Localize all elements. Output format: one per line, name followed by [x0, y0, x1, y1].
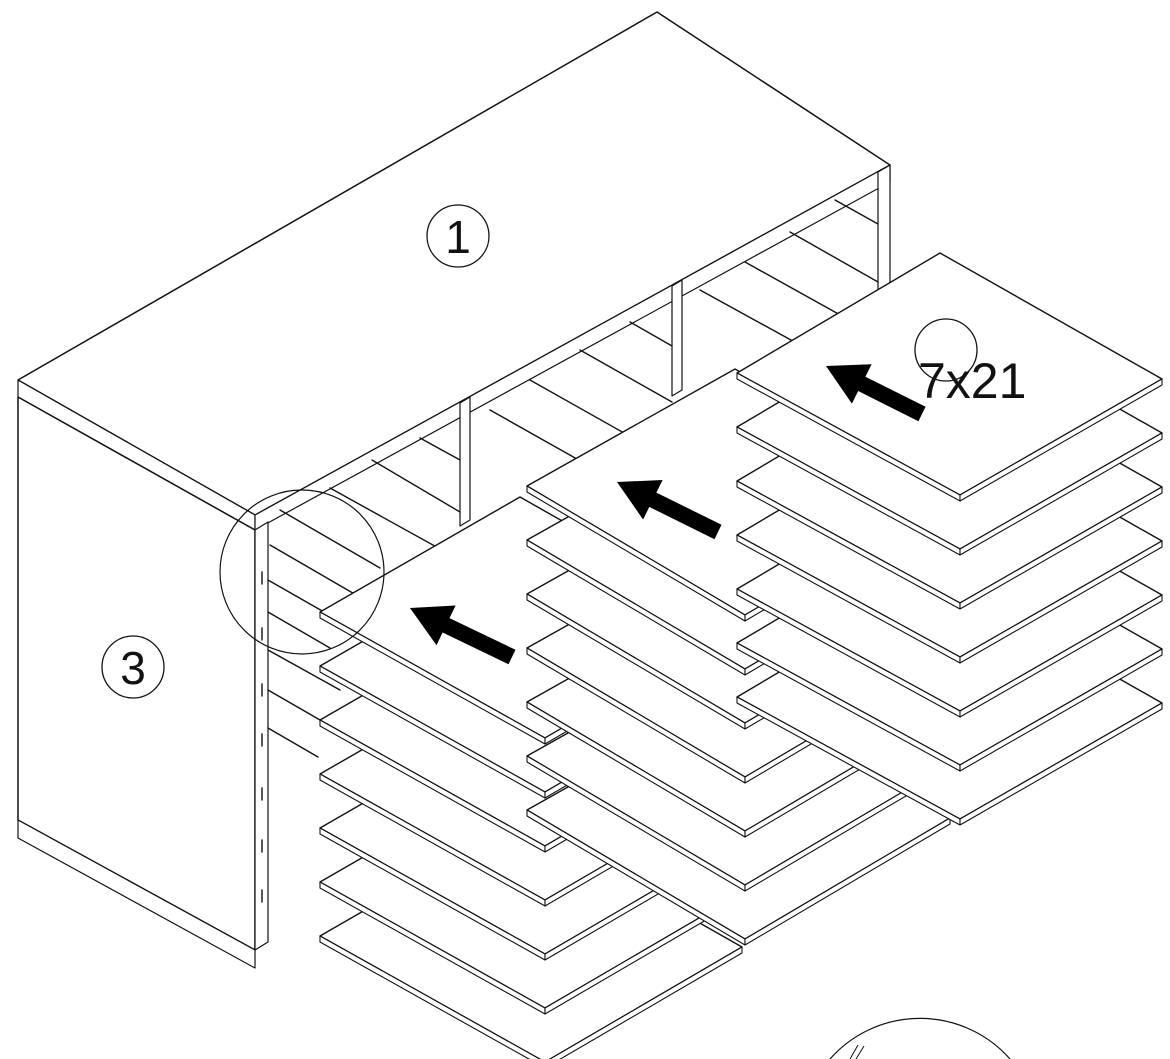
arrow-insert-icon — [826, 364, 926, 422]
callout-part-1: 1 — [426, 204, 490, 268]
arrow-insert-icon — [410, 605, 516, 665]
shelf-board-edge — [319, 935, 541, 1059]
shelf-board-edge — [959, 432, 1163, 556]
detail-circle-leader — [849, 1044, 865, 1059]
shelves — [319, 252, 1163, 1059]
detail-circle-icon — [219, 489, 385, 655]
callout-part-3: 3 — [101, 635, 165, 699]
divider — [671, 279, 683, 397]
shelf-board-edge — [959, 702, 1163, 826]
quantity-label: 7x21 — [918, 353, 1026, 409]
shelf-board-edge — [959, 486, 1163, 610]
shelf-board-edge — [959, 378, 1163, 502]
right-side-post — [877, 164, 891, 298]
callout-label: 3 — [120, 642, 146, 694]
arrows — [410, 364, 926, 665]
arrow-insert-icon — [617, 480, 722, 540]
callout-label: 1 — [445, 211, 471, 263]
detail-circle-icon — [829, 1017, 1011, 1059]
shelf-board-edge — [744, 817, 951, 946]
side-panel-bottom-edge — [17, 819, 256, 969]
shelf-board-edge — [959, 648, 1163, 772]
shelf-board-edge — [549, 946, 743, 1059]
shelf-rails — [267, 199, 879, 758]
shelf-board-edge — [959, 540, 1163, 664]
shelf-board-edge — [959, 594, 1163, 718]
callout-shelves: 7x21 — [914, 318, 1026, 409]
dividers — [459, 279, 683, 527]
divider — [459, 396, 471, 527]
